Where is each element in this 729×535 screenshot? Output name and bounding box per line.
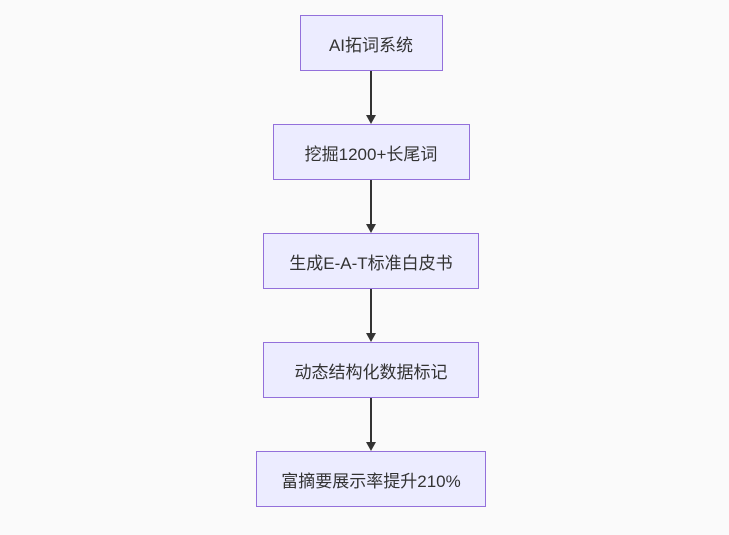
edge-line [370, 289, 372, 333]
flow-node-label: 动态结构化数据标记 [294, 362, 448, 382]
flow-node-structured-data-markup: 动态结构化数据标记 [263, 342, 479, 398]
edge-line [370, 398, 372, 442]
edge-arrow-2 [366, 180, 376, 233]
edge-arrow-3 [366, 289, 376, 342]
flow-node-eat-whitepaper: 生成E-A-T标准白皮书 [263, 233, 479, 289]
flowchart: AI拓词系统 挖掘1200+长尾词 生成E-A-T标准白皮书 动态结构化数据标记… [256, 15, 486, 507]
arrowhead-down-icon [366, 224, 376, 233]
flow-node-label: 富摘要展示率提升210% [281, 471, 461, 491]
edge-line [370, 180, 372, 224]
arrowhead-down-icon [366, 115, 376, 124]
flow-node-ai-keyword-system: AI拓词系统 [299, 15, 443, 71]
arrowhead-down-icon [366, 442, 376, 451]
edge-arrow-1 [366, 71, 376, 124]
edge-line [370, 71, 372, 115]
flow-node-rich-snippet-rate: 富摘要展示率提升210% [256, 451, 486, 507]
flow-node-label: AI拓词系统 [328, 35, 414, 55]
arrowhead-down-icon [366, 333, 376, 342]
flow-node-longtail-mining: 挖掘1200+长尾词 [272, 124, 470, 180]
edge-arrow-4 [366, 398, 376, 451]
flow-node-label: 挖掘1200+长尾词 [304, 144, 438, 164]
flow-node-label: 生成E-A-T标准白皮书 [289, 253, 453, 273]
